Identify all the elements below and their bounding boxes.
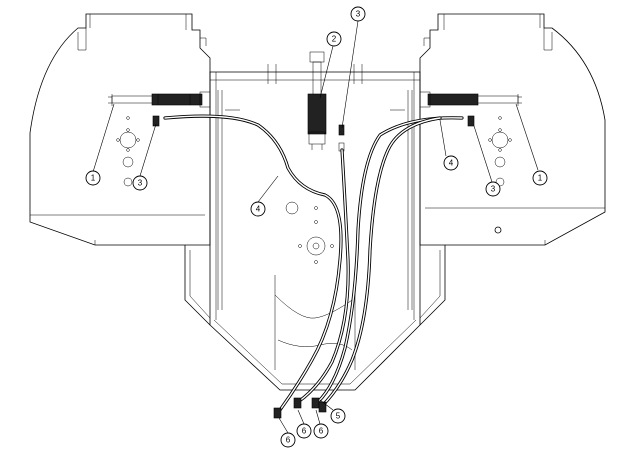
callout-label: 1 <box>538 174 543 183</box>
callout-label: 6 <box>302 427 307 436</box>
callout-label: 2 <box>332 35 337 44</box>
hydraulic-hoses <box>163 114 464 412</box>
left-hydraulic-cylinder <box>108 91 211 108</box>
callout-1-right: 1 <box>532 170 548 186</box>
callout-4-left: 4 <box>250 201 266 217</box>
callout-3-left: 3 <box>132 175 148 191</box>
callout-1-left: 1 <box>85 170 101 186</box>
callout-label: 6 <box>319 427 324 436</box>
callout-label: 6 <box>286 436 291 445</box>
callout-label: 4 <box>256 205 261 214</box>
callout-leaders <box>92 20 539 434</box>
callout-label: 1 <box>91 174 96 183</box>
right-bolt-pattern <box>488 116 512 234</box>
callout-6-c: 6 <box>313 423 329 439</box>
callout-6-b: 6 <box>296 423 312 439</box>
callout-2: 2 <box>326 31 342 47</box>
callout-label: 3 <box>491 185 496 194</box>
callout-3-top: 3 <box>350 6 366 22</box>
left-bolt-pattern <box>116 116 140 187</box>
right-hydraulic-cylinder <box>419 91 522 108</box>
right-wing-panel <box>419 13 606 246</box>
callout-3-right: 3 <box>485 181 501 197</box>
hose-couplers <box>273 397 327 419</box>
callout-label: 5 <box>336 412 341 421</box>
callout-4-right: 4 <box>443 155 459 171</box>
callout-label: 4 <box>449 159 454 168</box>
fittings <box>152 115 475 152</box>
center-vertical-cylinder <box>307 51 327 150</box>
callout-6-a: 6 <box>280 432 296 448</box>
callout-label: 3 <box>356 10 361 19</box>
left-wing-panel <box>29 13 211 246</box>
callout-5: 5 <box>330 408 346 424</box>
callout-label: 3 <box>138 179 143 188</box>
